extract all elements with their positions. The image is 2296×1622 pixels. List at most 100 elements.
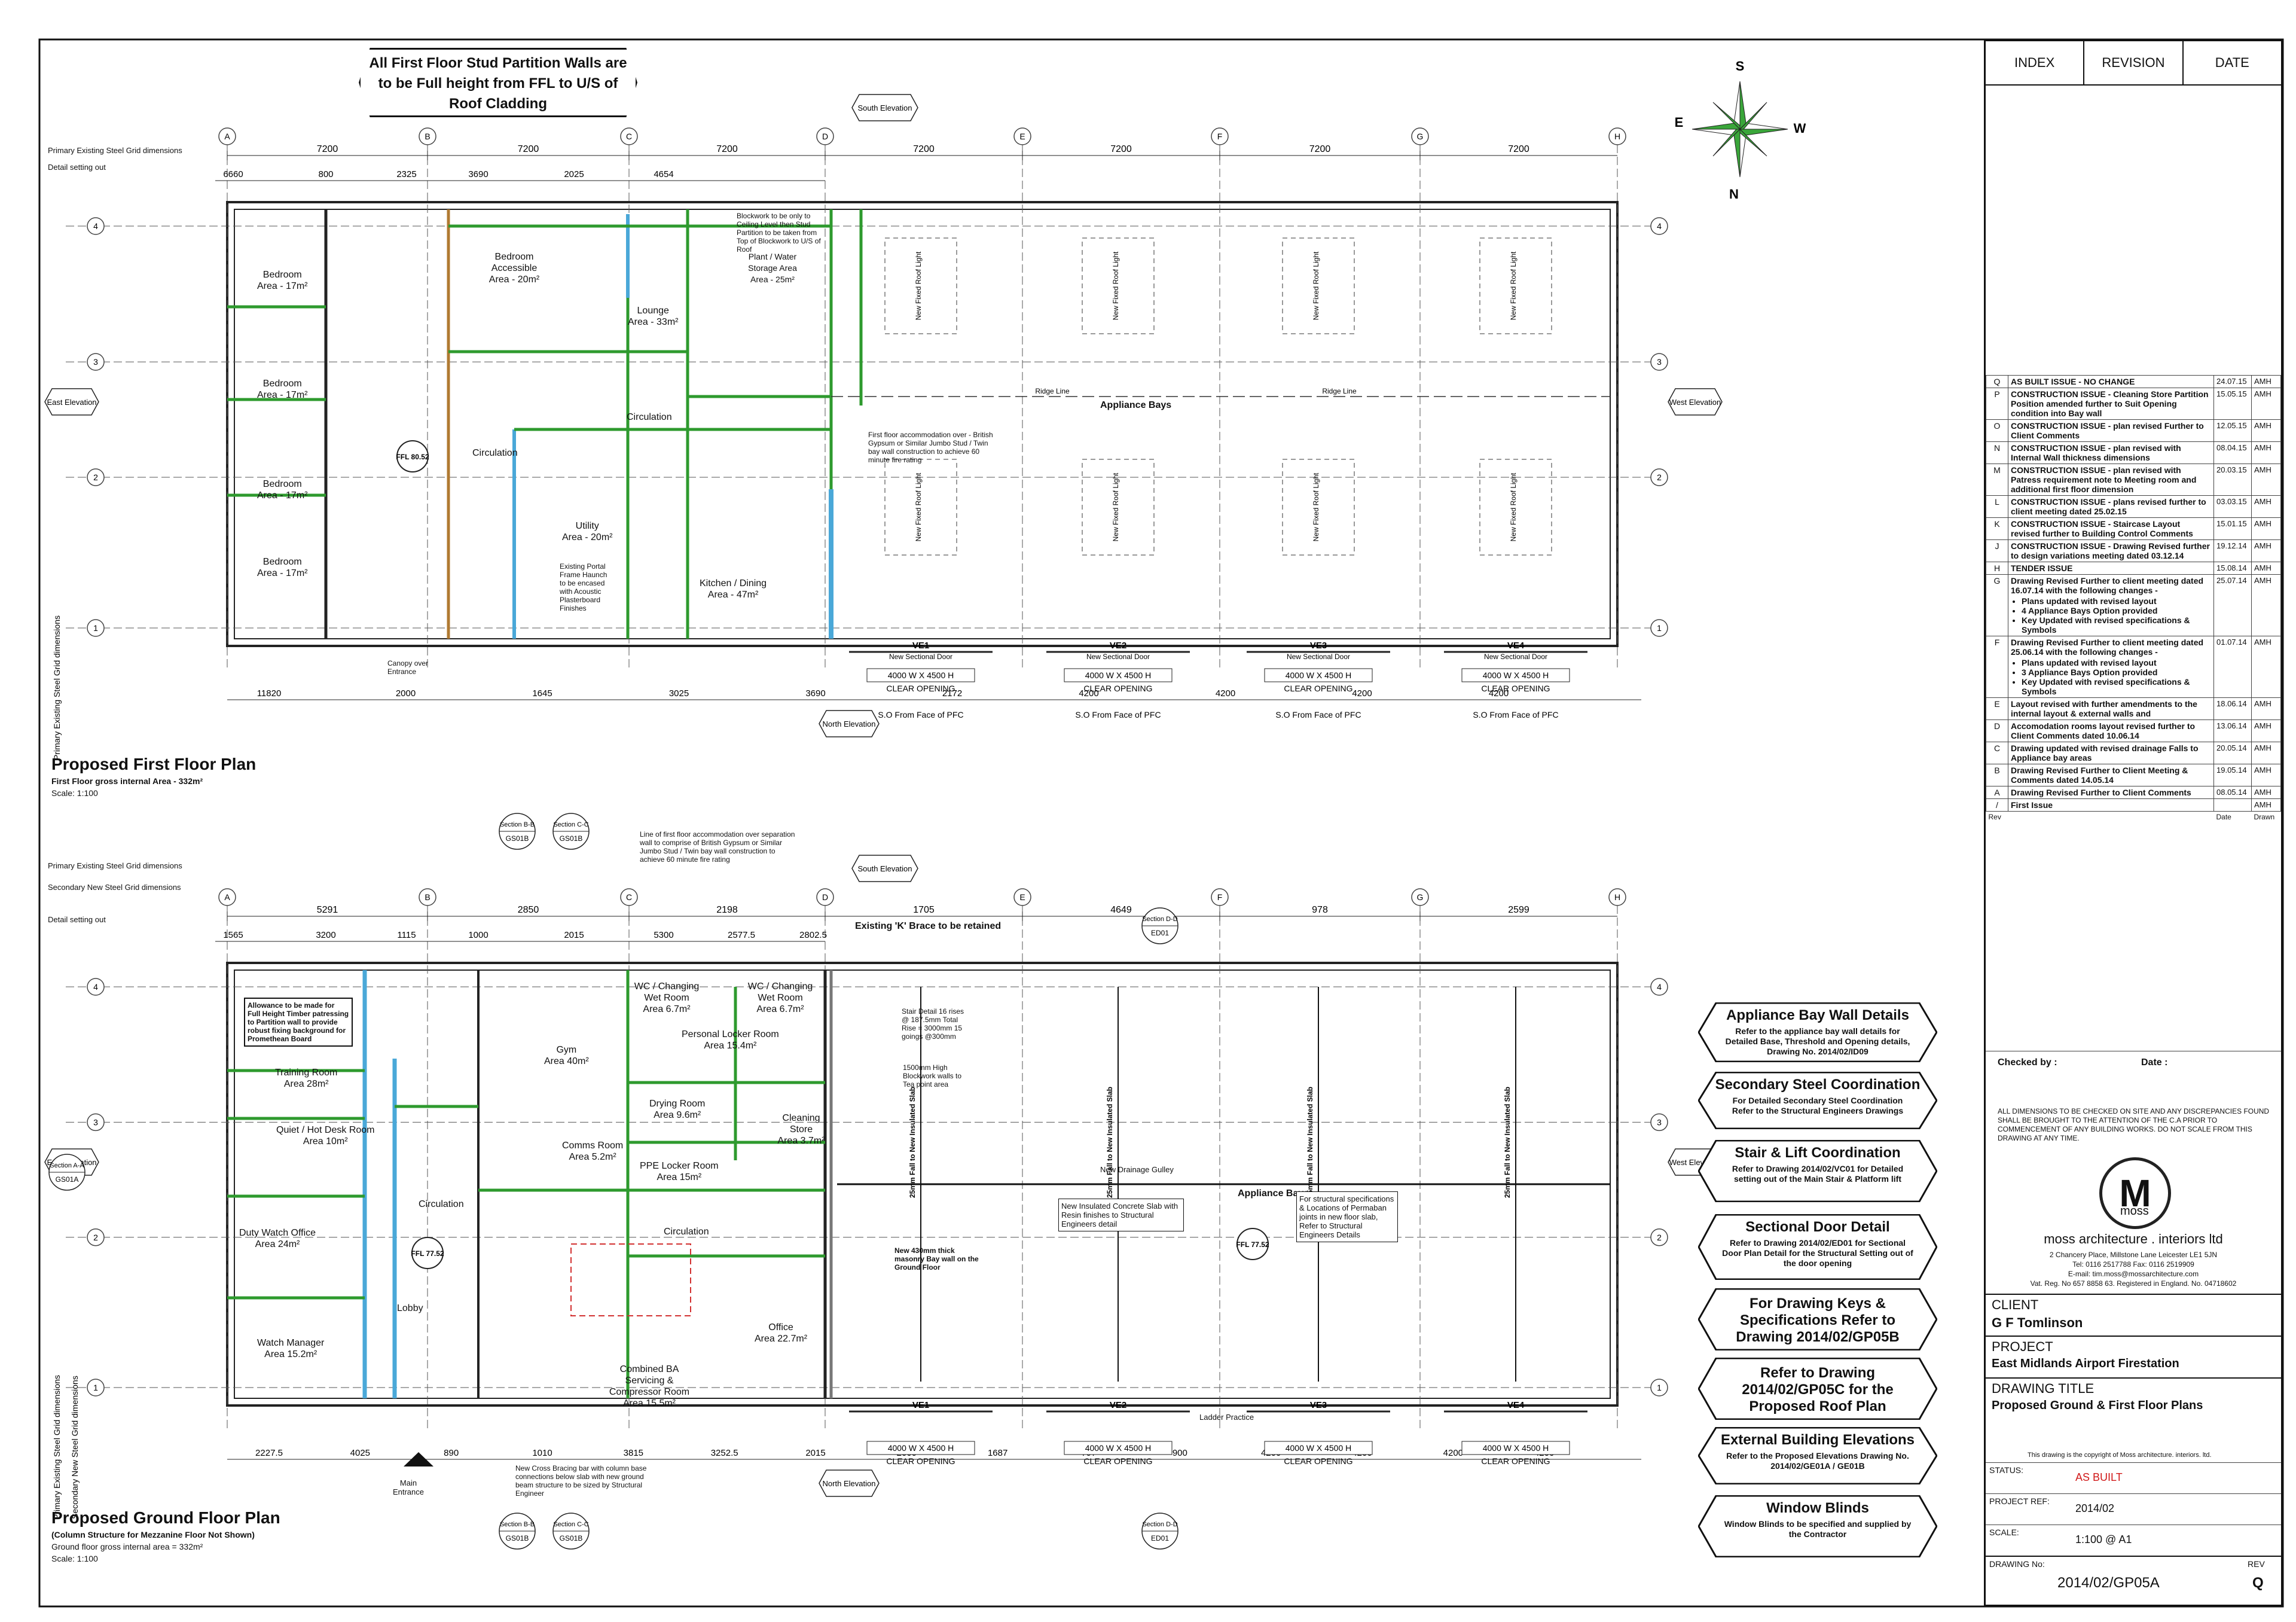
roof-light-label: New Fixed Roof Light	[1509, 251, 1518, 320]
grid-bubble-label: H	[1614, 892, 1620, 902]
revision-footer-cell	[2008, 812, 2214, 823]
dimension-value: 1645	[532, 688, 552, 699]
grid-bubble	[218, 127, 236, 145]
grid-bubble-label: C	[626, 132, 632, 141]
ff-note-blockwork: Blockwork to be only to Ceiling Level th…	[737, 212, 821, 254]
section-marker-ref: ED01	[1151, 929, 1169, 937]
callout-sign: For Drawing Keys & Specifications Refer …	[1698, 1288, 1937, 1350]
door-size-box	[1064, 668, 1173, 682]
revision-drawn-by: AMH	[2251, 697, 2281, 720]
grid-bubble	[419, 888, 436, 906]
ff-grid-note: Primary Existing Steel Grid dimensions	[48, 146, 182, 155]
dimension-value: 1565	[223, 930, 243, 940]
revision-description: First Issue	[2008, 798, 2214, 812]
ff-setting-out: Detail setting out	[48, 163, 106, 172]
dimension-value: 7200	[913, 144, 935, 154]
checked-row: Checked by : Date :	[1986, 1051, 2281, 1075]
south-elevation-marker-label: South Elevation	[857, 864, 912, 873]
revision-footer-cell: Drawn	[2254, 813, 2275, 821]
dimension-value: 1010	[532, 1448, 552, 1458]
compass-e-label: E	[1675, 115, 1684, 130]
door-size-box	[1264, 1441, 1373, 1455]
roof-light-label: New Fixed Roof Light	[1112, 251, 1120, 320]
section-marker-name: Section C-C	[553, 821, 588, 828]
row-bubble-label: 4	[1657, 221, 1662, 231]
client-label: CLIENT	[1992, 1297, 2039, 1312]
dimension-value: 900	[1173, 1448, 1187, 1458]
grid-bubble-label: G	[1417, 892, 1424, 902]
row-bubble	[1650, 468, 1668, 486]
sfo-label: S.O From Face of PFC	[1473, 710, 1558, 719]
revision-drawn-by: AMH	[2251, 742, 2281, 764]
row-bubble	[87, 468, 105, 486]
section-marker-ref: GS01A	[56, 1175, 79, 1184]
sectional-door-size: 4000 W X 4500 H	[888, 670, 954, 680]
callout-heading: Stair & Lift Coordination	[1735, 1145, 1901, 1161]
vertical-grid-note: Primary Existing Steel Grid dimensions	[52, 615, 62, 760]
row-bubble	[87, 1113, 105, 1132]
revision-letter: B	[1986, 764, 2008, 786]
drawing-title-value: Proposed Ground & First Floor Plans	[1992, 1399, 2203, 1412]
project-ref-label: PROJECT REF:	[1989, 1496, 2050, 1506]
revision-drawn-by: AMH	[2251, 375, 2281, 388]
dimension-value: 1000	[468, 930, 488, 940]
grid-bubble-label: E	[1019, 892, 1025, 902]
drawing-number-value: 2014/02/GP05A	[2057, 1575, 2160, 1591]
sectional-door-clear: CLEAR OPENING	[1284, 1456, 1352, 1466]
row-bubble	[1650, 353, 1668, 371]
firm-email: E-mail: tim.moss@mossarchitecture.com	[2068, 1270, 2199, 1278]
section-marker-ref: ED01	[1151, 1534, 1169, 1542]
callout-body: Refer to Drawing 2014/02/VC01 for Detail…	[1732, 1164, 1904, 1184]
callout-heading: Appliance Bay Wall Details	[1726, 1007, 1909, 1023]
section-marker-ref: GS01B	[560, 1534, 583, 1542]
roof-light	[1082, 237, 1155, 334]
revision-description: Layout revised with further amendments t…	[2008, 697, 2214, 720]
grid-bubble-label: A	[224, 132, 230, 141]
revision-drawn-by: AMH	[2251, 464, 2281, 496]
compass-n-label: N	[1729, 187, 1739, 202]
sectional-door-id: VE3	[1310, 641, 1327, 651]
date-header: DATE	[2215, 55, 2249, 70]
north-arrow-compass: S W E N	[1675, 60, 1806, 202]
rev-value: Q	[2252, 1575, 2264, 1591]
sectional-door-label: New Sectional Door	[1287, 653, 1350, 661]
ff-canopy-note: Canopy over Entrance	[387, 659, 429, 676]
rev-label: REV	[2248, 1559, 2265, 1569]
ridge-line-label: Ridge Line	[1035, 387, 1070, 395]
revision-description: Drawing Revised Further to Client Commen…	[2008, 786, 2214, 799]
gf-setting-out: Detail setting out	[48, 915, 106, 924]
grid-bubble	[816, 888, 834, 906]
row-bubble-label: 3	[93, 1117, 98, 1127]
grid-bubble	[1608, 127, 1626, 145]
callout-body: Window Blinds to be specified and suppli…	[1724, 1519, 1912, 1539]
revision-description: TENDER ISSUE	[2008, 562, 2214, 575]
revision-letter: H	[1986, 562, 2008, 575]
row-bubble-label: 2	[1657, 1233, 1662, 1242]
ff-plan-subtitle: First Floor gross internal Area - 332m²	[51, 776, 203, 786]
drawing-title-field: DRAWING TITLE Proposed Ground & First Fl…	[1986, 1377, 2281, 1486]
grid-bubble-label: A	[224, 892, 230, 902]
callout-body: Refer to the appliance bay wall details …	[1725, 1026, 1910, 1056]
checked-date-label: Date :	[2141, 1057, 2168, 1068]
row-bubble	[87, 1379, 105, 1397]
grid-bubble	[816, 127, 834, 145]
gf-note-tea-blockwork: 1500mm High Blockwork walls to Tea point…	[903, 1063, 962, 1089]
revision-description: Drawing Revised Further to client meetin…	[2008, 636, 2214, 698]
stud-partition-banner: All First Floor Stud Partition Walls are…	[359, 48, 637, 117]
section-marker-name: Section C-C	[553, 1521, 588, 1528]
roof-light-label: New Fixed Roof Light	[1312, 251, 1320, 320]
sectional-door-clear: CLEAR OPENING	[886, 684, 955, 693]
